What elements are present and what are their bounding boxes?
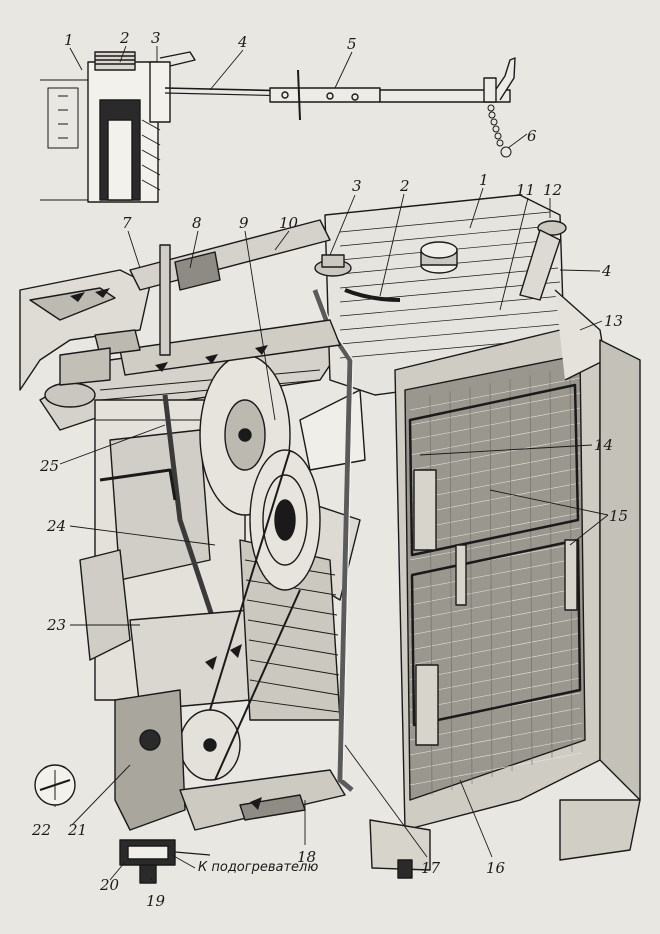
leader-lines — [54, 45, 609, 881]
water-pump — [114, 689, 346, 884]
callout-6: 6 — [527, 127, 537, 145]
callout-19: 19 — [146, 892, 166, 910]
callout-20: 20 — [100, 876, 120, 894]
callout-9: 9 — [239, 214, 249, 232]
callout-23: 23 — [47, 616, 67, 634]
callout-4: 4 — [602, 262, 612, 280]
callout-13: 13 — [604, 312, 624, 330]
callout-1-top: 1 — [64, 31, 74, 49]
blind-control-inset — [40, 51, 516, 203]
callout-25: 25 — [40, 457, 60, 475]
callout-12: 12 — [543, 181, 563, 199]
callout-18: 18 — [297, 848, 317, 866]
callout-1: 1 — [479, 171, 489, 189]
radiator-core — [369, 229, 641, 879]
callout-11: 11 — [516, 181, 536, 199]
callout-3-top: 3 — [151, 29, 161, 47]
callout-22: 22 — [32, 821, 52, 839]
callout-16: 16 — [486, 859, 506, 877]
callout-17: 17 — [421, 859, 441, 877]
callout-24: 24 — [47, 517, 67, 535]
callout-4-top: 4 — [238, 33, 248, 51]
heater-caption: К подогревателю — [198, 860, 319, 875]
callout-15: 15 — [609, 507, 629, 525]
callout-21: 21 — [68, 821, 88, 839]
callout-3: 3 — [352, 177, 362, 195]
callout-2-top: 2 — [120, 29, 130, 47]
upper-pipes — [59, 219, 341, 386]
callout-8: 8 — [192, 214, 202, 232]
callout-2: 2 — [400, 177, 410, 195]
callout-5-top: 5 — [347, 35, 357, 53]
callout-14: 14 — [594, 436, 614, 454]
callout-10: 10 — [279, 214, 299, 232]
callout-7: 7 — [122, 214, 132, 232]
flow-arrows — [70, 288, 268, 810]
